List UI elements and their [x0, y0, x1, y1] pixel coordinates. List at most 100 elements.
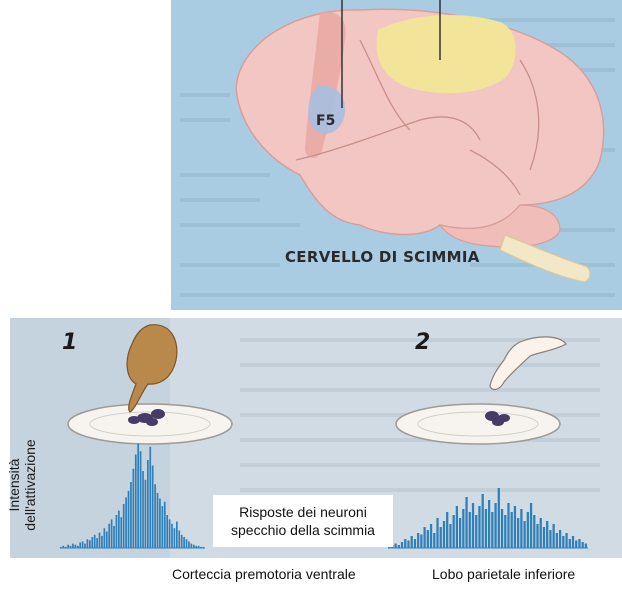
- histogram-bar: [549, 530, 551, 548]
- histogram-bar: [104, 528, 106, 548]
- histogram-bar: [106, 532, 108, 549]
- parietal-region: [377, 15, 516, 93]
- histogram-bar: [82, 541, 84, 548]
- histogram-bar: [449, 524, 451, 548]
- histogram-bar: [188, 541, 190, 548]
- histogram-bar: [543, 527, 545, 548]
- histogram-bar: [533, 515, 535, 548]
- histogram-bar: [436, 518, 438, 548]
- brain-caption: CERVELLO DI SCIMMIA: [285, 248, 480, 266]
- histogram-bar: [128, 491, 130, 548]
- panel-1-number: 1: [62, 330, 77, 355]
- histogram-bar: [79, 543, 81, 549]
- histogram-bar: [96, 538, 98, 548]
- histogram-bar: [482, 494, 484, 548]
- histogram-bar: [411, 536, 413, 548]
- histogram-bar: [145, 480, 147, 548]
- histogram-bar: [89, 540, 91, 548]
- histogram-bar: [142, 471, 144, 548]
- histogram-bar: [556, 533, 558, 548]
- histogram-bar: [427, 530, 429, 548]
- histogram-bar: [99, 533, 101, 548]
- histogram-bar: [511, 512, 513, 548]
- histogram-bar: [186, 539, 188, 548]
- histogram-bar: [149, 447, 151, 548]
- histogram-bar: [582, 542, 584, 548]
- histogram-bar: [488, 500, 490, 548]
- histogram-bar: [162, 506, 164, 548]
- histogram-bar: [453, 515, 455, 548]
- histogram-bar: [546, 521, 548, 548]
- histogram-bar: [130, 482, 132, 548]
- histogram-bar: [443, 521, 445, 548]
- histogram-bar: [540, 518, 542, 548]
- histogram-bar: [475, 515, 477, 548]
- histogram-bar: [87, 539, 89, 548]
- histogram-bar: [407, 541, 409, 549]
- histogram-bar: [507, 503, 509, 548]
- histogram-bar: [152, 466, 154, 549]
- histogram-bar: [478, 506, 480, 548]
- histogram-bar: [135, 455, 137, 549]
- histogram-bar: [569, 539, 571, 548]
- histogram-bar: [585, 544, 587, 549]
- histogram-bar: [575, 541, 577, 549]
- histogram-bar: [404, 539, 406, 548]
- histogram-bar: [485, 509, 487, 548]
- histogram-bar: [414, 539, 416, 548]
- histogram-bar: [157, 493, 159, 548]
- histogram-bar: [491, 512, 493, 548]
- histogram-bar: [394, 544, 396, 549]
- histogram-bar: [94, 535, 96, 548]
- y-axis-label-line1: Intensità: [6, 410, 22, 560]
- histogram-bar: [417, 533, 419, 548]
- histogram-bar: [527, 512, 529, 548]
- histogram-bar: [125, 497, 127, 548]
- histogram-bar: [178, 530, 180, 548]
- histogram-bar: [578, 539, 580, 548]
- histogram-bar: [191, 544, 193, 548]
- histogram-bar: [536, 524, 538, 548]
- histogram-bar: [565, 533, 567, 548]
- plate-2: [396, 404, 560, 444]
- histogram-bar: [559, 530, 561, 548]
- histogram-bar: [147, 460, 149, 548]
- region-label-2: Lobo parietale inferiore: [432, 566, 575, 582]
- histogram-bar: [501, 509, 503, 548]
- histogram-bar: [514, 506, 516, 548]
- region-label-1: Corteccia premotoria ventrale: [172, 566, 356, 582]
- histogram-bar: [530, 503, 532, 548]
- histogram-bar: [176, 522, 178, 548]
- y-axis-label: Intensità dell'attivazione: [6, 410, 46, 560]
- histogram-bar: [164, 502, 166, 548]
- histogram-bar: [520, 509, 522, 548]
- histogram-bar: [553, 524, 555, 548]
- histogram-bar: [504, 515, 506, 548]
- histogram-bar: [171, 524, 173, 548]
- histogram-bar: [430, 524, 432, 548]
- histogram-bar: [111, 519, 113, 548]
- histogram-bar: [456, 506, 458, 548]
- histogram-bar: [465, 497, 467, 548]
- histogram-bar: [120, 517, 122, 548]
- histogram-bar: [462, 509, 464, 548]
- caption-line2: specchio della scimmia: [231, 521, 375, 539]
- histogram-bar: [183, 537, 185, 548]
- histogram-bar: [169, 519, 171, 548]
- histogram-bar: [423, 527, 425, 548]
- histogram-bar: [523, 521, 525, 548]
- histogram-bar: [494, 503, 496, 548]
- histogram-bar: [181, 535, 183, 548]
- histogram-bar: [562, 536, 564, 548]
- histogram-bar: [166, 515, 168, 548]
- histogram-bar: [433, 533, 435, 548]
- histogram-bar: [159, 499, 161, 549]
- histogram-bar: [133, 469, 135, 548]
- histogram-bar: [137, 444, 139, 549]
- histogram-bar: [116, 515, 118, 548]
- f5-area-label: F5: [316, 113, 335, 129]
- histogram-bar: [446, 512, 448, 548]
- histogram-bar: [174, 528, 176, 548]
- histogram-bar: [401, 542, 403, 548]
- mirror-neurons-caption: Risposte dei neuroni specchio della scim…: [213, 495, 393, 547]
